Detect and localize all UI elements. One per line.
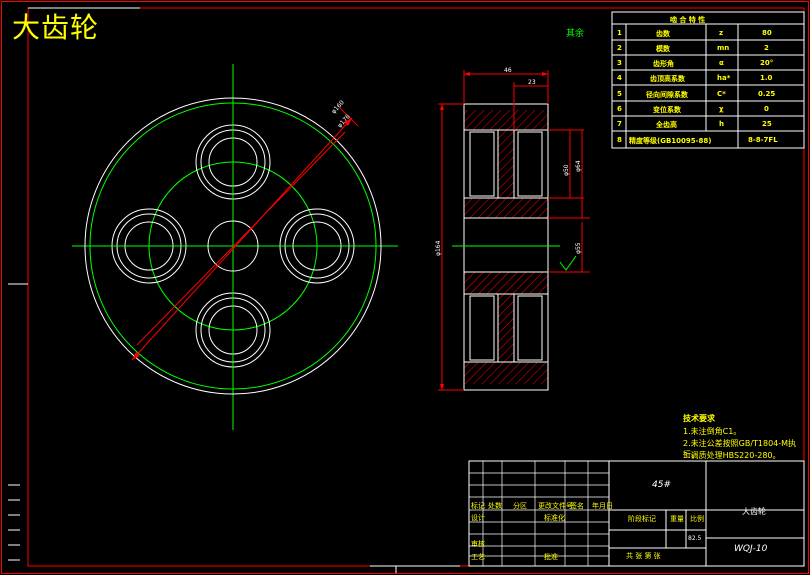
dim-hub: φ55 [575,242,582,254]
param-name-7: 全齿高 [656,121,677,129]
drawing-title: 大齿轮 [12,11,100,44]
dim-top-width: 46 [504,67,512,74]
param-no-2: 2 [617,44,622,52]
title-block-grid [468,460,805,567]
margin-ticks [8,283,397,573]
tb-review: 审核 [471,540,485,548]
param-value-1: 80 [762,29,772,37]
tech-req-item-2: 2.未注公差按照GB/T1804-M执行。 [683,439,797,459]
param-no-6: 6 [617,105,622,113]
param-value-3: 20° [760,59,774,67]
param-value-6: 0 [764,105,769,113]
tb-process: 工艺 [471,553,485,561]
param-no-5: 5 [617,90,622,98]
front-view [72,64,398,430]
param-value-4: 1.0 [760,74,773,82]
param-symbol-6: χ [719,105,724,113]
tb-scale-label: 比例 [690,515,704,523]
part-name: 大齿轮 [742,507,766,516]
tech-req-item-3: 3.调质处理HBS220-280。 [683,451,781,460]
dim-outer-diam: φ164 [435,240,442,256]
param-symbol-4: ha* [717,74,731,82]
param-name-1: 齿数 [656,30,670,38]
tb-label-date: 年月日 [592,502,613,510]
dim-bore2: φ64 [575,160,582,172]
tb-sheets: 共 张 第 张 [626,552,661,560]
param-symbol-5: C* [717,90,726,98]
param-name-8: 精度等级(GB10095-88) [629,137,712,145]
dim-line-diameter [131,117,353,361]
tb-label-mark: 标记 [471,502,485,510]
param-value-2: 2 [764,44,769,52]
param-no-7: 7 [617,120,622,128]
param-name-5: 径向间隙系数 [646,91,688,99]
tb-approve: 批准 [544,553,558,561]
roughness-note: 其余 [566,29,585,39]
tech-req-heading: 技术要求 [683,414,715,423]
tech-req-item-1: 1.未注倒角C1。 [683,427,742,436]
param-name-6: 变位系数 [653,106,681,114]
tb-label-count: 处数 [488,502,502,510]
param-value-7: 25 [762,120,772,128]
param-symbol-7: h [719,120,724,128]
tb-label-change: 更改文件号 [538,502,573,510]
param-symbol-2: mn [717,44,730,52]
param-name-4: 齿顶高系数 [650,75,685,83]
param-no-3: 3 [617,59,622,67]
param-value-5: 0.25 [758,90,776,98]
param-name-3: 齿形角 [653,60,674,68]
tb-weight: 重量 [670,515,684,523]
front-dim-label-1: φ160 [330,99,346,115]
tb-label-zone: 分区 [513,502,527,510]
params-table-header: 啮 合 特 性 [670,16,706,24]
scale-value: 82.5 [688,535,702,542]
material-label: 45# [652,480,671,490]
param-name-2: 模数 [656,45,670,53]
tb-stage-mark: 阶段标记 [628,515,656,523]
params-table-grid [611,11,805,149]
param-symbol-3: α [719,59,724,67]
tb-standardize: 标准化 [544,514,565,522]
param-symbol-1: z [719,29,724,37]
dim-top-inner: 23 [528,79,536,86]
param-no-8: 8 [617,136,622,144]
section-view [438,70,590,391]
drawing-number: WQJ-10 [734,544,768,554]
param-no-4: 4 [617,74,622,82]
param-value-8: 8-8-7FL [748,136,778,144]
param-no-1: 1 [617,29,622,37]
tb-label-sign: 签名 [570,502,584,510]
tb-design: 设计 [471,514,485,522]
dim-bore1: φ50 [563,164,570,176]
